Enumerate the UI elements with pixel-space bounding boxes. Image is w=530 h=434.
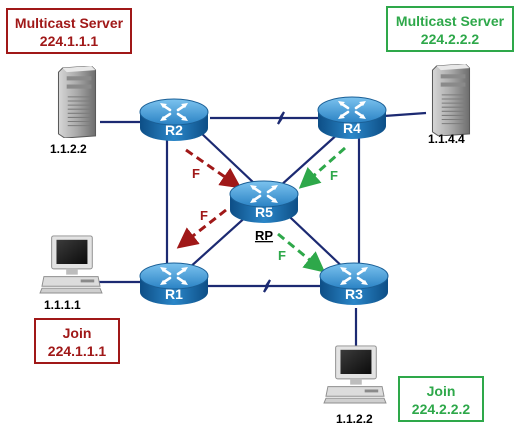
router-label: R1 (165, 286, 183, 302)
link-r4-server-right (383, 111, 427, 118)
router-label: R3 (345, 286, 363, 302)
flow-label-r4-r5: F (330, 168, 338, 183)
server-left-icon (57, 66, 97, 138)
rp-label: RP (255, 228, 273, 243)
box-group: 224.2.2.2 (411, 401, 471, 417)
router-label: R5 (255, 204, 273, 220)
multicast-server-left-box: Multicast Server 224.1.1.1 (6, 8, 132, 54)
flow-label-r5-r3: F (278, 248, 286, 263)
pc-left-ip: 1.1.1.1 (44, 298, 81, 312)
router-label: R4 (343, 120, 361, 136)
pc-bottom-ip: 1.1.2.2 (336, 412, 373, 426)
server-left-ip: 1.1.2.2 (50, 142, 87, 156)
box-group: 224.1.1.1 (39, 33, 99, 49)
router-r4: R4 (316, 96, 388, 140)
flow-label-r2-r5: F (192, 166, 200, 181)
box-title: Join (62, 325, 92, 341)
router-r2: R2 (138, 98, 210, 142)
flow-arrow-r5-r1 (176, 208, 227, 249)
router-r1: R1 (138, 262, 210, 306)
multicast-server-right-box: Multicast Server 224.2.2.2 (386, 6, 514, 52)
flow-arrow-r2-r5 (185, 148, 242, 189)
flow-label-r5-r1: F (200, 208, 208, 223)
join-right-box: Join 224.2.2.2 (398, 376, 484, 422)
flow-arrow-r5-r3 (277, 232, 326, 273)
flow-arrow-r4-r5 (298, 146, 346, 189)
box-group: 224.1.1.1 (47, 343, 107, 359)
link-r1-r3 (208, 279, 326, 293)
router-label: R2 (165, 122, 183, 138)
box-title: Multicast Server (395, 13, 505, 29)
flow-arrows (176, 146, 346, 273)
router-r3: R3 (318, 262, 390, 306)
join-left-box: Join 224.1.1.1 (34, 318, 120, 364)
pc-left-icon (39, 235, 103, 294)
router-r5: R5 (228, 180, 300, 224)
pc-bottom-icon (323, 345, 387, 404)
server-right-icon (431, 64, 471, 136)
link-r2-r4 (210, 111, 352, 125)
box-title: Join (426, 383, 456, 399)
box-group: 224.2.2.2 (420, 31, 480, 47)
box-title: Multicast Server (14, 15, 124, 31)
server-right-ip: 1.1.4.4 (428, 132, 465, 146)
